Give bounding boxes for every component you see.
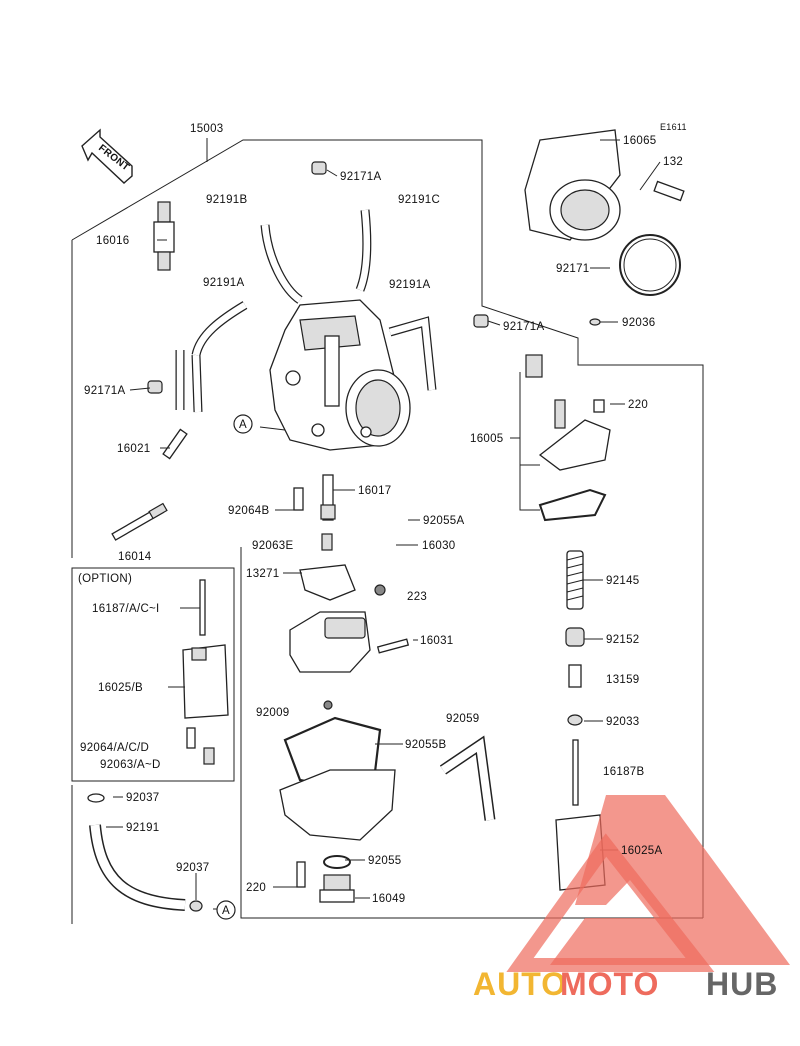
screws-left — [111, 428, 188, 541]
part-label: 16021 — [117, 443, 150, 455]
option-label: (OPTION) — [78, 573, 132, 585]
hose-clamps — [147, 161, 489, 394]
callout-a-carb: A — [233, 414, 253, 434]
part-label: 16016 — [96, 235, 129, 247]
part-label: 92191B — [206, 194, 247, 206]
part-label: 16014 — [118, 551, 152, 563]
part-label: 92036 — [622, 317, 655, 329]
callout-a-label: A — [239, 419, 247, 431]
part-label: 92191A — [203, 277, 244, 289]
part-label: 92064/A/C/D — [80, 742, 149, 754]
part-label: 132 — [663, 156, 683, 168]
part-label: 15003 — [190, 123, 223, 135]
sensor-16016 — [153, 201, 175, 271]
part-label: 92063/A~D — [100, 759, 161, 771]
part-label: 220 — [246, 882, 266, 894]
part-label: 92191 — [126, 822, 159, 834]
part-label: 92033 — [606, 716, 639, 728]
part-label: 16187B — [603, 766, 644, 778]
part-label: 16017 — [358, 485, 391, 497]
part-label: 13159 — [606, 674, 639, 686]
part-label: 92171A — [503, 321, 544, 333]
part-label: 92037 — [126, 792, 159, 804]
part-label: 92171A — [340, 171, 381, 183]
part-label: 92152 — [606, 634, 639, 646]
watermark-word-moto: MOTO — [560, 966, 659, 1002]
part-label: 16065 — [623, 135, 656, 147]
part-label: 16030 — [422, 540, 455, 552]
part-label: 92191C — [398, 194, 440, 206]
option-parts — [182, 579, 229, 765]
part-label: 16187/A/C~I — [92, 603, 160, 615]
callout-a-hose: A — [216, 900, 236, 920]
intake-boot — [524, 129, 685, 326]
part-label: 16031 — [420, 635, 453, 647]
part-label: 16025/B — [98, 682, 143, 694]
part-label: 92145 — [606, 575, 639, 587]
part-label: 92009 — [256, 707, 289, 719]
part-labels: E1611 15003 16065 132 92171A 92191B 9219… — [78, 122, 687, 905]
part-label: 92055B — [405, 739, 446, 751]
part-label: 92055A — [423, 515, 464, 527]
overflow-hose — [439, 735, 496, 821]
part-label: 92055 — [368, 855, 401, 867]
part-label: 92037 — [176, 862, 209, 874]
part-label: 16025A — [621, 845, 662, 857]
part-label: 92059 — [446, 713, 479, 725]
part-label: 16049 — [372, 893, 405, 905]
leader-lines — [106, 139, 661, 910]
throttle-valve-plate — [299, 564, 386, 601]
part-label: 223 — [407, 591, 427, 603]
vent-hoses — [175, 193, 462, 441]
part-label: 92171 — [556, 263, 589, 275]
part-label: 92063E — [252, 540, 293, 552]
part-label: 92064B — [228, 505, 269, 517]
callout-a-label: A — [222, 905, 230, 917]
part-label: 220 — [628, 399, 648, 411]
carburetor-body — [269, 299, 411, 451]
top-cover — [519, 354, 611, 522]
watermark-word-auto: AUTO — [473, 966, 567, 1002]
throttle-valve — [289, 611, 410, 673]
part-label: 13271 — [246, 568, 279, 580]
watermark-word-hub: HUB — [706, 966, 778, 1002]
front-arrow-icon: FRONT — [81, 128, 133, 184]
lower-hose — [87, 793, 203, 912]
part-label: 16005 — [470, 433, 503, 445]
float-bowl — [279, 700, 396, 903]
part-label: 92171A — [84, 385, 125, 397]
option-box — [71, 567, 235, 782]
diagram-code: E1611 — [660, 122, 687, 132]
automotohub-watermark: AUTO MOTO HUB — [473, 795, 790, 1002]
needle-jet-group — [293, 474, 336, 551]
part-label: 92191A — [389, 279, 430, 291]
